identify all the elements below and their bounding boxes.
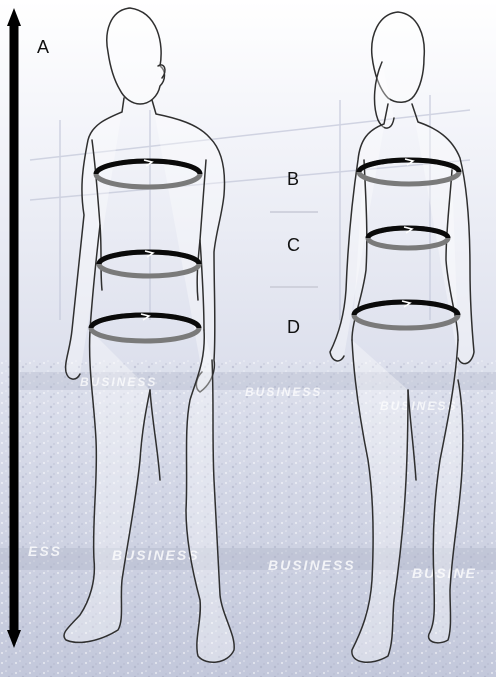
label-waist-c: C: [287, 236, 300, 254]
label-chest-b: B: [287, 170, 299, 188]
label-height-a: A: [37, 38, 49, 56]
label-hips-d: D: [287, 318, 300, 336]
banner-text-4: ESS: [28, 543, 62, 559]
banner-text-2: BUSINESS: [245, 385, 322, 399]
banner-text-6: BUSINESS: [268, 557, 356, 573]
